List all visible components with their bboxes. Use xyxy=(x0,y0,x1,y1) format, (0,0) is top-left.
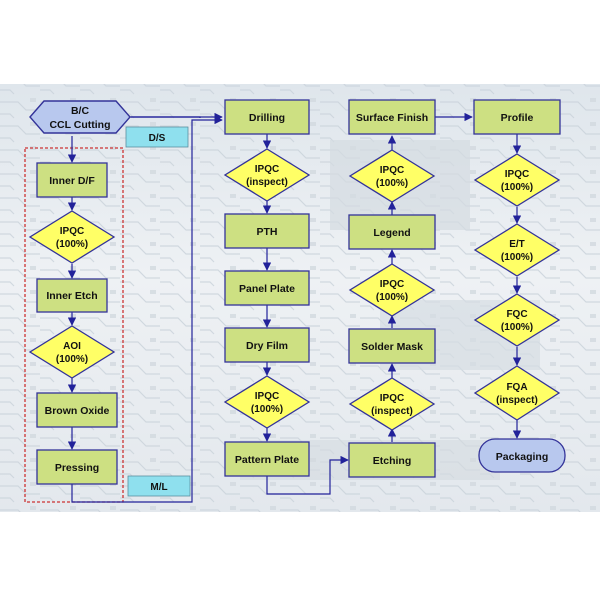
aoi-label: AOI xyxy=(63,341,81,352)
process-etching: Etching xyxy=(348,442,436,478)
decision-et-100: E/T (100%) xyxy=(473,223,561,277)
process-pressing: Pressing xyxy=(36,449,118,485)
surface-finish-label: Surface Finish xyxy=(356,112,428,124)
process-bc-ccl-cutting: B/C CCL Cutting xyxy=(29,100,131,134)
process-pattern-plate: Pattern Plate xyxy=(224,441,310,477)
pattern-plate-label: Pattern Plate xyxy=(235,454,299,466)
legend-label: Legend xyxy=(373,227,410,239)
decision-ipqc-100-a: IPQC (100%) xyxy=(28,210,116,264)
fqa-sub: (inspect) xyxy=(496,395,538,406)
terminal-packaging: Packaging xyxy=(478,438,566,473)
drilling-label: Drilling xyxy=(249,112,285,124)
decision-ipqc-100-d: IPQC (100%) xyxy=(348,149,436,203)
pressing-label: Pressing xyxy=(55,462,99,474)
decision-ipqc-inspect-b: IPQC (inspect) xyxy=(348,377,436,431)
ipqc-inspect-a-label: IPQC xyxy=(255,164,279,175)
process-drilling: Drilling xyxy=(224,99,310,135)
ipqc-b-label: IPQC xyxy=(255,391,279,402)
panel-plate-label: Panel Plate xyxy=(239,283,295,295)
tag-ds: D/S xyxy=(125,126,189,148)
ipqc-d-sub: (100%) xyxy=(376,178,408,189)
tag-ml: M/L xyxy=(127,475,191,497)
inner-etch-label: Inner Etch xyxy=(46,290,97,302)
inner-df-label: Inner D/F xyxy=(49,175,95,187)
fqa-label: FQA xyxy=(506,382,527,393)
tag-ds-label: D/S xyxy=(149,133,166,144)
ipqc-c-label: IPQC xyxy=(380,279,404,290)
decision-fqa-inspect: FQA (inspect) xyxy=(473,365,561,421)
bc-label: B/C xyxy=(71,105,90,117)
packaging-label: Packaging xyxy=(496,451,549,463)
dry-film-label: Dry Film xyxy=(246,340,288,352)
decision-ipqc-100-b: IPQC (100%) xyxy=(223,375,311,429)
process-pth: PTH xyxy=(224,213,310,249)
tag-ml-label: M/L xyxy=(150,482,167,493)
ipqc-c-sub: (100%) xyxy=(376,292,408,303)
decision-ipqc-inspect-a: IPQC (inspect) xyxy=(223,148,311,202)
flow-connectors xyxy=(67,112,522,503)
process-inner-etch: Inner Etch xyxy=(36,278,108,313)
brown-oxide-label: Brown Oxide xyxy=(45,405,110,417)
ipqc-inspect-a-sub: (inspect) xyxy=(246,177,288,188)
connector-pressing-drilling xyxy=(71,115,223,503)
process-surface-finish: Surface Finish xyxy=(348,99,436,135)
connector-patternplate-etching xyxy=(266,455,349,495)
ccl-cutting-label: CCL Cutting xyxy=(49,119,110,131)
ipqc-a-label: IPQC xyxy=(60,226,84,237)
decision-ipqc-100-c: IPQC (100%) xyxy=(348,263,436,317)
ipqc-e-sub: (100%) xyxy=(501,182,533,193)
et-label: E/T xyxy=(509,239,525,250)
decision-aoi-100: AOI (100%) xyxy=(28,325,116,379)
fqc-label: FQC xyxy=(506,309,527,320)
profile-label: Profile xyxy=(501,112,534,124)
decision-ipqc-100-e: IPQC (100%) xyxy=(473,153,561,207)
process-brown-oxide: Brown Oxide xyxy=(36,392,118,428)
decision-fqc-100: FQC (100%) xyxy=(473,293,561,347)
ipqc-inspect-b-label: IPQC xyxy=(380,393,404,404)
process-dry-film: Dry Film xyxy=(224,327,310,363)
process-panel-plate: Panel Plate xyxy=(224,270,310,306)
ipqc-d-label: IPQC xyxy=(380,165,404,176)
process-solder-mask: Solder Mask xyxy=(348,328,436,364)
process-profile: Profile xyxy=(473,99,561,135)
solder-mask-label: Solder Mask xyxy=(361,341,423,353)
ipqc-a-sub: (100%) xyxy=(56,239,88,250)
ipqc-b-sub: (100%) xyxy=(251,404,283,415)
et-sub: (100%) xyxy=(501,252,533,263)
fqc-sub: (100%) xyxy=(501,322,533,333)
process-legend: Legend xyxy=(348,214,436,250)
ipqc-inspect-b-sub: (inspect) xyxy=(371,406,413,417)
pth-label: PTH xyxy=(257,226,278,238)
aoi-sub: (100%) xyxy=(56,354,88,365)
process-inner-df: Inner D/F xyxy=(36,162,108,198)
etching-label: Etching xyxy=(373,455,412,467)
ipqc-e-label: IPQC xyxy=(505,169,529,180)
